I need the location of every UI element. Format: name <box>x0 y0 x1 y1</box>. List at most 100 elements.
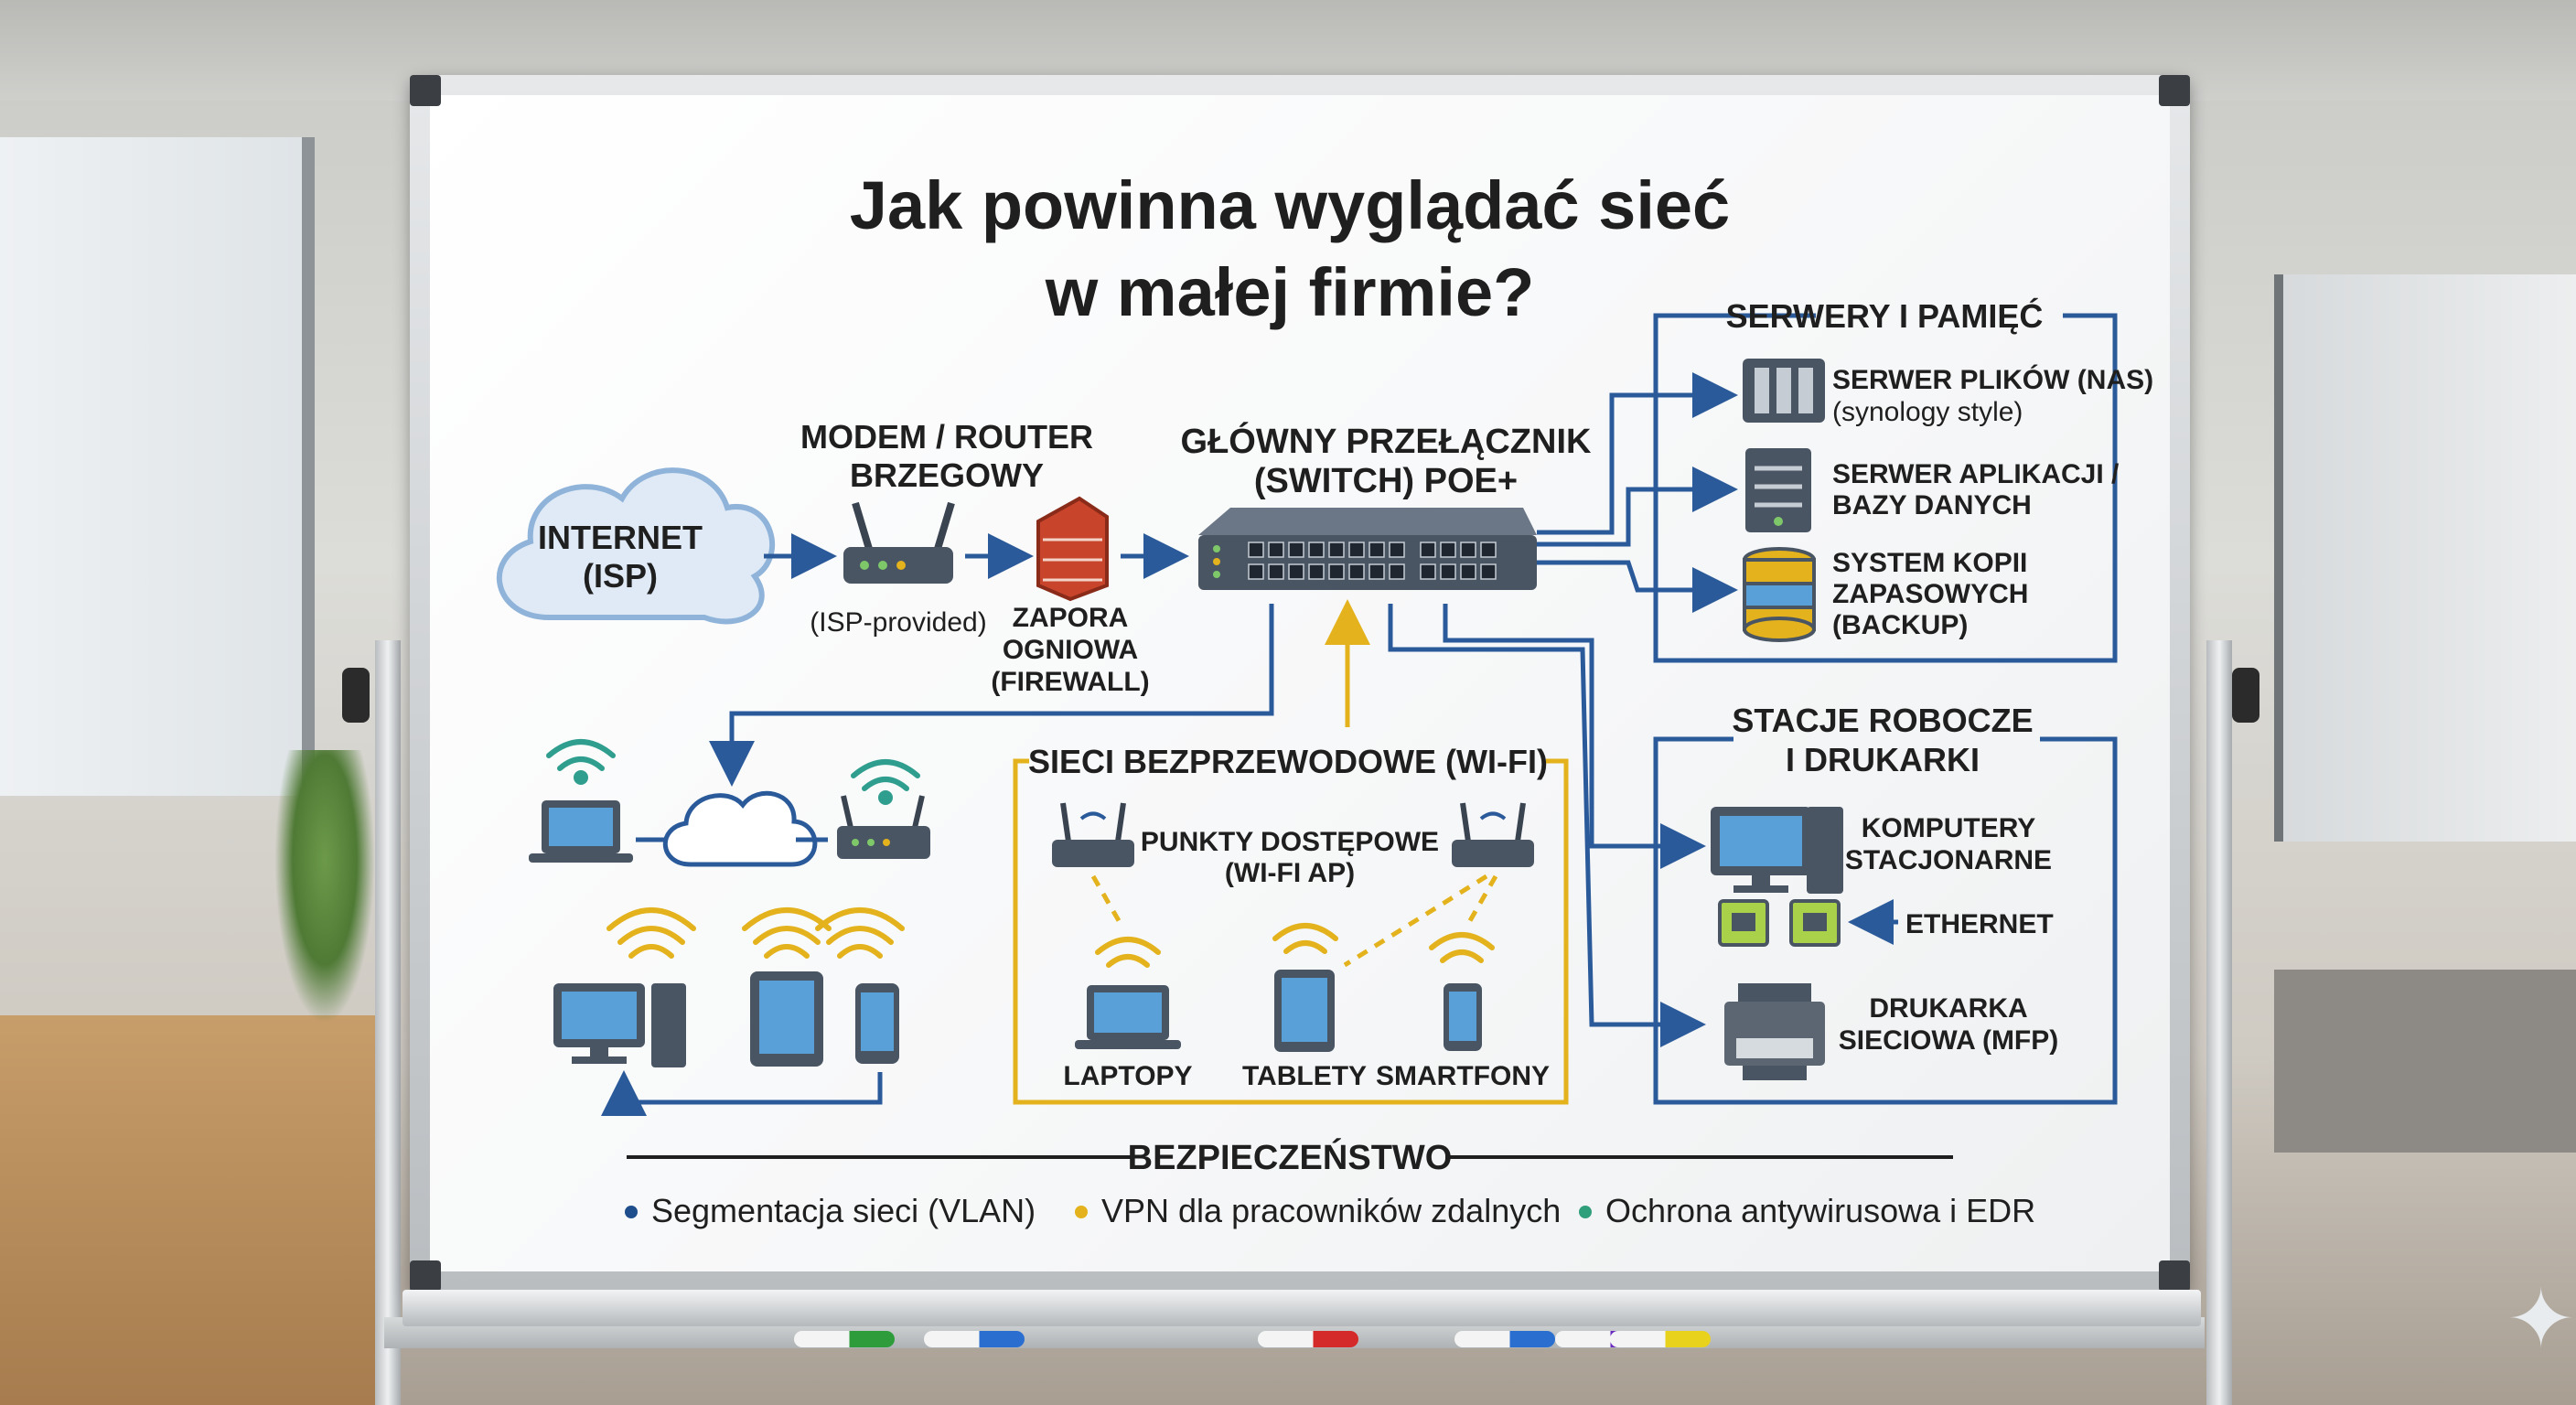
wifi-heading: SIECI BEZPRZEWODOWE (WI-FI) <box>1028 743 1548 780</box>
switch-port <box>1268 563 1284 580</box>
link-switch-desktops <box>1443 604 1706 869</box>
wifi-link-laptop <box>1090 874 1123 926</box>
link-switch-nas <box>1537 372 1738 535</box>
internet-sub-label: (ISP) <box>583 557 658 595</box>
title-line-2: w małej firmie? <box>1045 254 1535 330</box>
wifi-icon <box>606 907 696 959</box>
tablets-label: TABLETY <box>1242 1061 1367 1091</box>
switch-port <box>1268 542 1284 558</box>
security-item-vlan: Segmentacja sieci (VLAN) <box>651 1192 1036 1229</box>
whiteboard-marker[interactable] <box>794 1331 895 1347</box>
switch-port <box>1308 542 1325 558</box>
wifi-icon <box>546 739 616 785</box>
switch-port <box>1288 563 1304 580</box>
switch-port <box>1420 563 1436 580</box>
cloud-icon <box>662 790 818 867</box>
laptop-icon <box>1075 985 1181 1049</box>
ap-label: PUNKTY DOSTĘPOWE <box>1141 827 1439 857</box>
switch-port <box>1389 542 1405 558</box>
firewall-label-3: (FIREWALL) <box>991 667 1149 697</box>
backup-label-3: (BACKUP) <box>1832 610 1968 640</box>
access-point-icon <box>1052 802 1134 867</box>
switch-label: GŁÓWNY PRZEŁĄCZNIK <box>1181 421 1593 461</box>
plant-background <box>274 750 375 1024</box>
whiteboard-marker[interactable] <box>924 1331 1025 1347</box>
modem-note: (ISP-provided) <box>810 607 986 638</box>
smartphone-icon <box>855 983 899 1064</box>
switch-port <box>1480 563 1497 580</box>
printer-label: DRUKARKA <box>1869 993 2027 1024</box>
switch-port <box>1420 542 1436 558</box>
smartphones-label: SMARTFONY <box>1376 1061 1550 1091</box>
link-switch-backup <box>1537 560 1738 613</box>
switch-port <box>1288 542 1304 558</box>
switch-port <box>1389 563 1405 580</box>
wifi-icon <box>1429 932 1495 963</box>
title-line-1: Jak powinna wyglądać sieć <box>850 167 1730 243</box>
nas-icon <box>1743 359 1825 423</box>
desktops-label-2: STACJONARNE <box>1845 845 2052 875</box>
tablet-icon <box>1274 970 1335 1052</box>
router-icon <box>837 795 930 859</box>
ethernet-port-icon <box>1718 899 1841 947</box>
workstations-heading-2: I DRUKARKI <box>1786 741 1980 778</box>
switch-port <box>1328 563 1345 580</box>
app-server-label: SERWER APLIKACJI / <box>1832 459 2120 489</box>
whiteboard-marker[interactable] <box>1610 1331 1711 1347</box>
switch-port <box>1248 563 1264 580</box>
frame-corner <box>410 75 441 106</box>
workstations-frame <box>1653 736 2118 1105</box>
wifi-link-phone <box>1465 874 1498 926</box>
modem-label-2: BRZEGOWY <box>850 456 1044 494</box>
cabinet-background <box>0 1015 384 1405</box>
switch-led <box>1213 545 1220 552</box>
switch-icon <box>1198 508 1537 590</box>
wifi-frame <box>1013 758 1569 1105</box>
switch-port <box>1308 563 1325 580</box>
firewall-icon <box>1036 496 1109 602</box>
sparkle-icon: ✦ <box>2506 1274 2576 1366</box>
wifi-icon <box>851 759 920 805</box>
desktops-label: KOMPUTERY <box>1862 813 2036 843</box>
stand-leg-left <box>375 640 401 1405</box>
servers-frame <box>1653 313 2118 663</box>
modem-label: MODEM / ROUTER <box>800 418 1093 456</box>
router-icon <box>843 501 955 584</box>
switch-port <box>1460 563 1476 580</box>
security-item-vpn: VPN dla pracowników zdalnych <box>1101 1192 1561 1229</box>
link-switch-left-group <box>709 604 1274 787</box>
cloud-icon <box>496 467 776 625</box>
wifi-icon <box>815 907 905 959</box>
database-icon <box>1743 547 1816 642</box>
window-background-right <box>2274 274 2576 842</box>
desk-background <box>2274 970 2576 1153</box>
whiteboard-marker[interactable] <box>1454 1331 1555 1347</box>
printer-icon <box>1724 983 1825 1080</box>
frame-corner <box>2159 1260 2190 1292</box>
nas-note: (synology style) <box>1832 397 2023 427</box>
whiteboard-surface <box>430 95 2170 1271</box>
firewall-label-2: OGNIOWA <box>1003 635 1138 665</box>
link-switch-printer <box>1388 604 1706 1047</box>
switch-port <box>1480 542 1497 558</box>
printer-label-2: SIECIOWA (MFP) <box>1839 1025 2059 1056</box>
whiteboard-marker[interactable] <box>1258 1331 1358 1347</box>
desktop-computer-icon <box>1711 807 1843 894</box>
ethernet-label: ETHERNET <box>1905 909 2054 939</box>
switch-port <box>1368 563 1385 580</box>
backup-label-2: ZAPASOWYCH <box>1832 579 2028 609</box>
nas-label: SERWER PLIKÓW (NAS) <box>1832 364 2153 395</box>
stand-knob-left <box>342 668 370 723</box>
switch-port <box>1348 563 1365 580</box>
link-switch-app <box>1537 467 1738 547</box>
stand-leg-right <box>2206 640 2232 1405</box>
app-server-label-2: BAZY DANYCH <box>1832 490 2032 520</box>
server-icon <box>1745 448 1811 532</box>
security-item-edr: Ochrona antywirusowa i EDR <box>1605 1192 2035 1229</box>
window-background-left <box>0 137 315 796</box>
link-mobile-desktop <box>601 1070 883 1116</box>
marker-tray <box>402 1290 2201 1326</box>
security-heading: BEZPIECZEŃSTWO <box>1128 1137 1453 1177</box>
laptop-icon <box>529 800 633 863</box>
